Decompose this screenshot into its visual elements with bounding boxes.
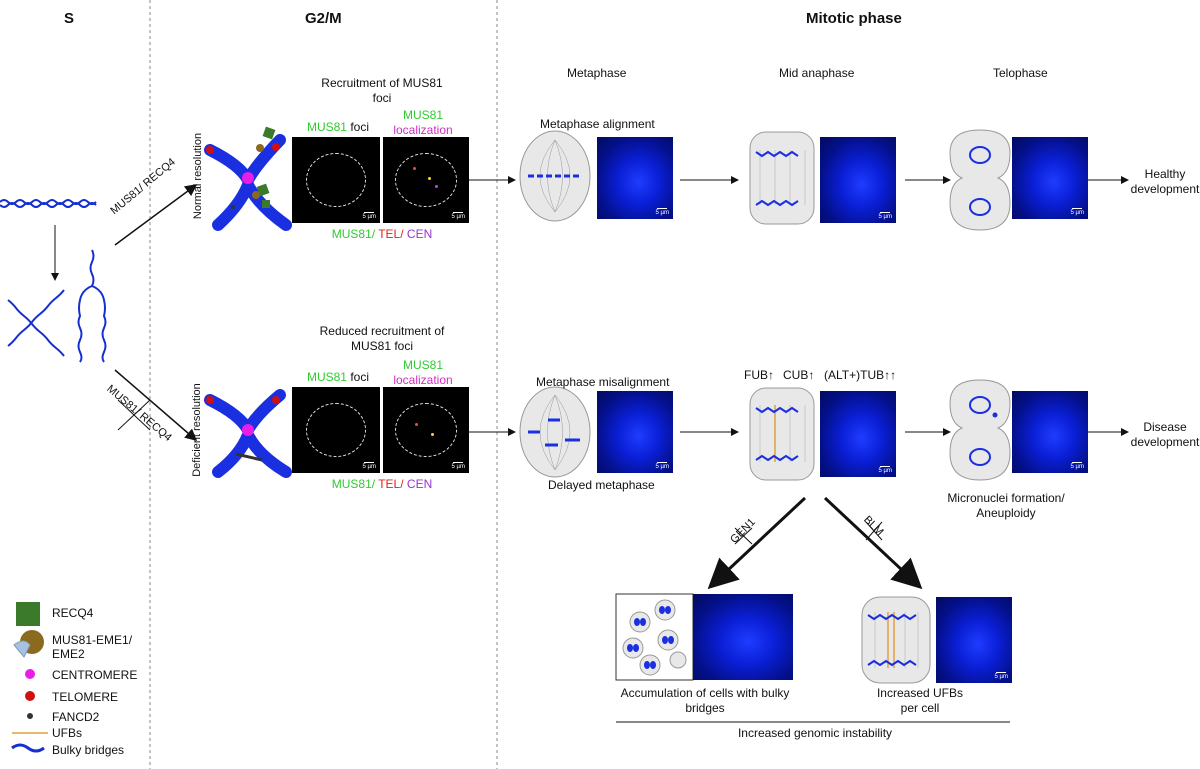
micronuclei-label: Micronuclei formation/ Aneuploidy [947, 491, 1065, 520]
recruitment-label-deficient: Reduced recruitment of MUS81 foci [319, 324, 445, 353]
stage-metaphase: Metaphase [567, 66, 627, 80]
microscopy-metaphase-normal: 5 µm [597, 137, 673, 219]
telophase-cell-deficient [949, 379, 1011, 481]
legend-mus81: MUS81-EME1/ EME2 [52, 633, 133, 661]
anaphase-cell-deficient [749, 387, 815, 481]
legend-icons [11, 602, 48, 753]
microscopy-mus81-foci-deficient: 5 µm [292, 387, 380, 473]
microscopy-telophase-deficient: 5 µm [1012, 391, 1088, 473]
channel-legend-normal: MUS81/ TEL/ CEN [331, 227, 433, 241]
recruitment-label-normal: Recruitment of MUS81 foci [321, 76, 443, 105]
legend-telomere: TELOMERE [52, 690, 119, 704]
channel-legend-deficient: MUS81/ TEL/ CEN [331, 477, 433, 491]
cub-label: CUB↑ [783, 368, 815, 382]
disease-development-label: Disease development [1130, 420, 1200, 449]
microscopy-mus81-localization-normal: 5 µm [383, 137, 469, 223]
normal-resolution-label: Normal resolution [192, 132, 205, 220]
anaphase-cell-normal [749, 131, 815, 225]
metaphase-cell-normal [519, 130, 591, 222]
microscopy-metaphase-deficient: 5 µm [597, 391, 673, 473]
stage-mid-anaphase: Mid anaphase [779, 66, 855, 80]
microscopy-telophase-normal: 5 µm [1012, 137, 1088, 219]
genomic-instability-label: Increased genomic instability [737, 726, 893, 740]
legend-bulky-bridges: Bulky bridges [52, 743, 125, 757]
deficient-resolution-label: Deficient resolution [190, 383, 203, 477]
legend-fancd2: FANCD2 [52, 710, 100, 724]
metaphase-misalignment-label: Metaphase misalignment [536, 375, 670, 389]
healthy-development-label: Healthy development [1130, 167, 1200, 196]
replication-fork-icon [77, 249, 107, 363]
dna-strand-icon [0, 199, 97, 205]
holliday-junction-icon [7, 289, 65, 357]
bulky-bridges-result-label: Accumulation of cells with bulky bridges [620, 686, 790, 715]
normal-chromosome-icon [204, 126, 292, 231]
phase-title-g2m: G2/M [305, 10, 342, 27]
panel1-caption-normal: MUS81 foci [306, 120, 370, 134]
bulky-bridge-cells-schematic [615, 593, 694, 681]
delayed-metaphase-label: Delayed metaphase [548, 478, 655, 492]
deficient-chromosome-icon [204, 389, 292, 478]
microscopy-anaphase-deficient: 5 µm [820, 391, 896, 477]
microscopy-anaphase-normal: 5 µm [820, 137, 896, 223]
ufbs-result-label: Increased UFBs per cell [876, 686, 964, 715]
ufb-anaphase-schematic [861, 596, 931, 684]
microscopy-ufbs: 5 µm [936, 597, 1012, 683]
phase-title-s: S [64, 10, 75, 27]
fub-label: FUB↑ [744, 368, 774, 382]
legend-centromere: CENTROMERE [52, 668, 138, 682]
stage-telophase: Telophase [993, 66, 1048, 80]
metaphase-cell-deficient [519, 386, 591, 478]
microscopy-mus81-foci-normal: 5 µm [292, 137, 380, 223]
legend-ufbs: UFBs [52, 726, 82, 740]
telophase-cell-normal [949, 129, 1011, 231]
microscopy-bulky-bridges [693, 594, 793, 680]
alt-tub-label: (ALT+)TUB↑↑ [824, 368, 897, 382]
panel1-caption-deficient: MUS81 foci [306, 370, 370, 384]
metaphase-alignment-label: Metaphase alignment [540, 117, 655, 131]
microscopy-mus81-localization-deficient: 5 µm [383, 387, 469, 473]
legend-recq4: RECQ4 [52, 606, 94, 620]
phase-title-mitotic: Mitotic phase [806, 10, 902, 27]
